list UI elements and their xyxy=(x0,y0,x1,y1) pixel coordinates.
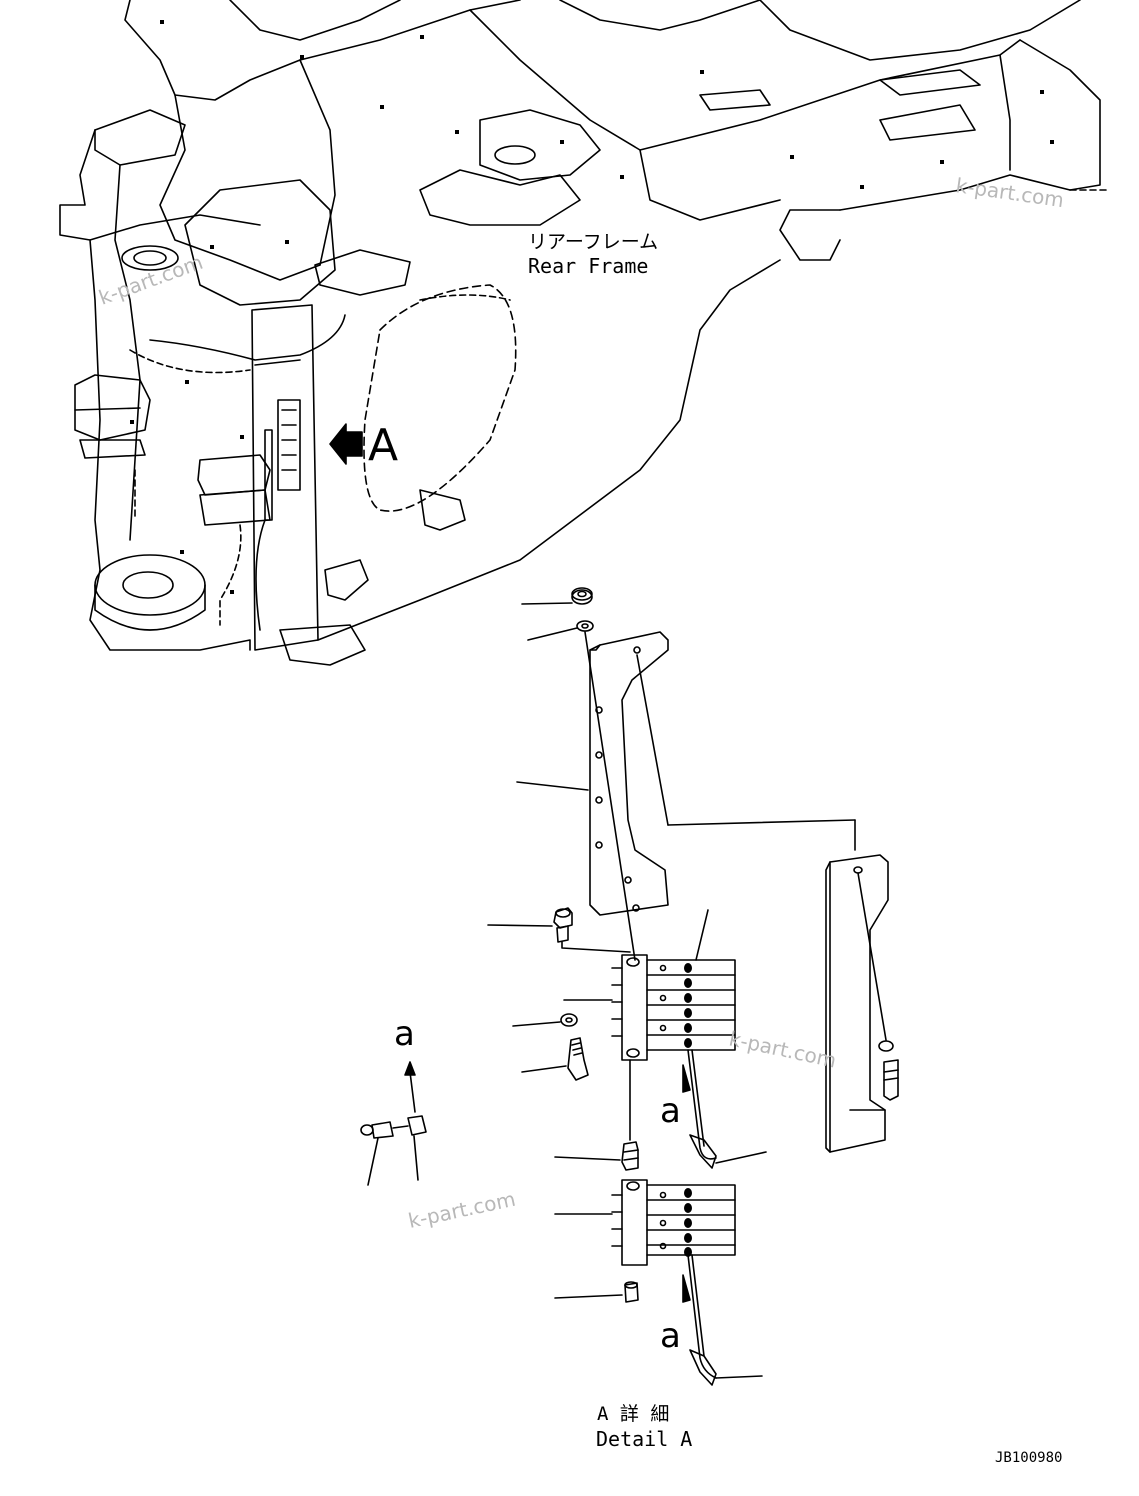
rear-frame-label-jp: リアーフレーム xyxy=(528,231,658,253)
leader-bracket xyxy=(516,781,589,791)
mounting-bracket xyxy=(589,631,669,916)
leader-washer xyxy=(527,627,578,641)
watermark: k-part.com xyxy=(96,250,207,310)
flow-arrow xyxy=(682,1064,691,1093)
divider-block-lower xyxy=(611,1179,736,1266)
assembly-line xyxy=(636,654,669,826)
rear-frame-assembly xyxy=(59,0,1111,666)
leader-nut xyxy=(521,602,573,605)
callout-a-middle: a xyxy=(660,1091,681,1131)
leader-nipple-left xyxy=(367,1137,379,1186)
callout-a-line xyxy=(409,1071,416,1113)
washer-part xyxy=(576,620,594,632)
nut-part xyxy=(571,587,593,605)
assembly-line xyxy=(857,872,887,1041)
rear-frame-label-en: Rear Frame xyxy=(528,254,648,278)
tube-elbow-lower xyxy=(687,1254,717,1386)
grease-fitting-top xyxy=(553,907,573,943)
watermark: k-part.com xyxy=(406,1187,518,1233)
divider-block-upper xyxy=(611,954,736,1061)
assembly-line xyxy=(667,819,856,826)
bolt-right xyxy=(883,1059,899,1101)
grease-nipple xyxy=(360,1115,427,1139)
washer-right xyxy=(878,1040,894,1052)
washer-divider xyxy=(560,1013,578,1027)
connector-fitting xyxy=(621,1141,639,1171)
detail-label-en: Detail A xyxy=(596,1427,692,1451)
tube-elbow-upper xyxy=(687,1049,717,1169)
bolt-divider xyxy=(567,1037,589,1081)
leader-nipple-right xyxy=(413,1135,419,1181)
view-arrow-label: A xyxy=(368,420,398,471)
drawing-number: JB100980 xyxy=(995,1450,1062,1466)
leader-elbow-upper xyxy=(715,1151,767,1164)
watermark: k-part.com xyxy=(954,173,1065,212)
callout-a-upper: a xyxy=(394,1014,415,1054)
plug-bottom xyxy=(624,1281,639,1303)
assembly-line xyxy=(561,941,631,953)
watermark: k-part.com xyxy=(727,1026,839,1072)
leader-fitting-top xyxy=(487,924,553,927)
leader-bolt xyxy=(521,1065,567,1073)
view-arrow-a xyxy=(329,423,363,465)
leader-divider-upper xyxy=(695,909,709,961)
leader-washer-divider xyxy=(512,1021,561,1027)
leader-connector xyxy=(554,1156,621,1161)
assembly-line xyxy=(584,631,636,961)
leader-elbow-lower xyxy=(715,1375,763,1379)
leader-plug xyxy=(554,1294,623,1299)
flow-arrow xyxy=(682,1274,691,1303)
detail-label-jp: A 詳 細 xyxy=(597,1403,669,1425)
frame-plate xyxy=(825,854,889,1153)
detail-a-exploded xyxy=(360,587,899,1386)
callout-a-lower: a xyxy=(660,1316,681,1356)
